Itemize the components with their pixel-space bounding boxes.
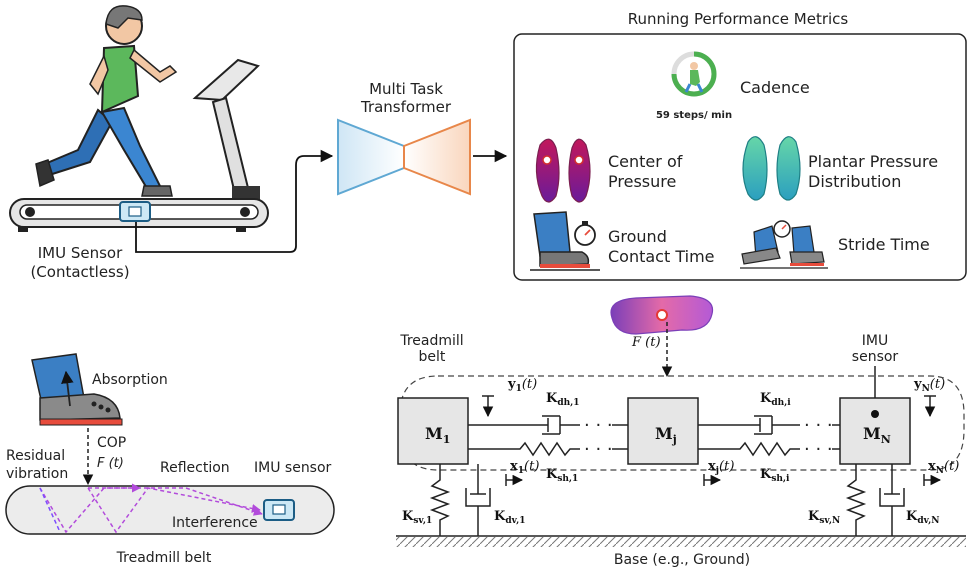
wave-paths (39, 483, 263, 534)
ellipsis-4: · · · (804, 439, 833, 460)
imu-dot (871, 410, 879, 418)
cop-label-2: Pressure (608, 172, 676, 191)
imu-contactless-label: (Contactless) (30, 263, 129, 281)
mass-n (839, 397, 911, 465)
ellipsis-3: · · · (804, 415, 833, 436)
damper-horizontal-1 (468, 415, 580, 435)
force-wave-label: F (t) (97, 456, 124, 471)
data-flow-arrow (135, 149, 334, 253)
heatmap-insole-icon (610, 295, 714, 335)
cadence-label: Cadence (740, 78, 810, 97)
kdh1-label: Kdh,1 (546, 391, 580, 408)
metrics-panel (513, 33, 967, 281)
kdvn-label: Kdv,N (906, 509, 939, 526)
treadmill-belt-shape (5, 485, 335, 535)
cadence-value: 59 steps/ min (656, 110, 732, 121)
model-force-label: F (t) (631, 335, 661, 350)
transformer-label-2: Transformer (360, 98, 452, 116)
cop-insoles-icon (535, 138, 591, 203)
gct-label-2: Contact Time (608, 247, 715, 266)
model-imu-label-2: sensor (852, 349, 899, 365)
cop-label-1: Center of (608, 152, 683, 171)
spring-horizontal-1 (468, 441, 580, 457)
mass-j (627, 397, 699, 465)
residual-label-1: Residual (6, 448, 65, 464)
ground-contact-icon (530, 211, 600, 271)
damper-horizontal-i (698, 415, 800, 435)
transformer-icon (337, 118, 471, 196)
y1-label: y1(t) (507, 377, 537, 394)
base-label: Base (e.g., Ground) (614, 552, 750, 568)
xj-marker (703, 474, 722, 486)
xj-label: xj(t) (708, 459, 734, 476)
mass-j-label: Mj (655, 424, 677, 446)
mass-n-label: MN (863, 424, 891, 446)
kshi-label: Ksh,i (760, 467, 790, 484)
ksv1-label: Ksv,1 (402, 509, 432, 526)
ellipsis-2: · · · (584, 439, 613, 460)
model-imu-label-1: IMU (862, 333, 888, 349)
damper-vertical-1 (465, 464, 491, 536)
metrics-title: Running Performance Metrics (628, 10, 849, 28)
ground-hatch (396, 537, 966, 547)
x1-label: x1(t) (510, 459, 539, 476)
interference-label: Interference (172, 515, 258, 531)
damper-vertical-n (879, 464, 905, 536)
ksvn-label: Ksv,N (808, 509, 840, 526)
transformer-label-1: Multi Task (369, 80, 443, 98)
ppd-label-1: Plantar Pressure (808, 152, 938, 171)
absorption-arrow (61, 370, 74, 407)
spring-vertical-1 (429, 464, 451, 536)
xn-label: xN(t) (928, 459, 959, 476)
model-belt-label-2: belt (419, 349, 446, 365)
foot-strike-icon (31, 353, 123, 426)
stopwatch-icon (574, 221, 596, 246)
imu-sensor-wave-label: IMU sensor (254, 460, 332, 476)
spring-horizontal-i (698, 441, 800, 457)
xn-marker (923, 474, 942, 486)
stride-label: Stride Time (838, 235, 930, 254)
kdhi-label: Kdh,i (760, 391, 791, 408)
ppd-label-2: Distribution (808, 172, 901, 191)
yn-label: yN(t) (913, 377, 945, 394)
kdv1-label: Kdv,1 (494, 509, 526, 526)
pressure-insoles-icon (742, 136, 801, 201)
gct-label-1: Ground (608, 227, 667, 246)
residual-label-2: vibration (6, 466, 68, 482)
cadence-ring-icon (671, 51, 717, 97)
stride-icon (740, 220, 828, 269)
spring-vertical-n (845, 464, 867, 536)
treadmill-belt-label: Treadmill belt (116, 550, 212, 566)
mass-1 (397, 397, 469, 465)
runner-illustration (35, 5, 178, 197)
imu-sensor-wave-icon (263, 499, 295, 521)
x1-marker (505, 474, 524, 486)
imu-sensor-label: IMU Sensor (38, 244, 123, 262)
absorption-label: Absorption (92, 372, 168, 388)
cop-wave-label: COP (97, 435, 126, 451)
ksh1-label: Ksh,1 (546, 467, 578, 484)
mass-1-label: M1 (425, 424, 450, 446)
model-belt-label-1: Treadmill (399, 333, 463, 349)
imu-chip-icon (119, 201, 151, 222)
reflection-label: Reflection (160, 460, 230, 476)
ellipsis-1: · · · (584, 415, 613, 436)
